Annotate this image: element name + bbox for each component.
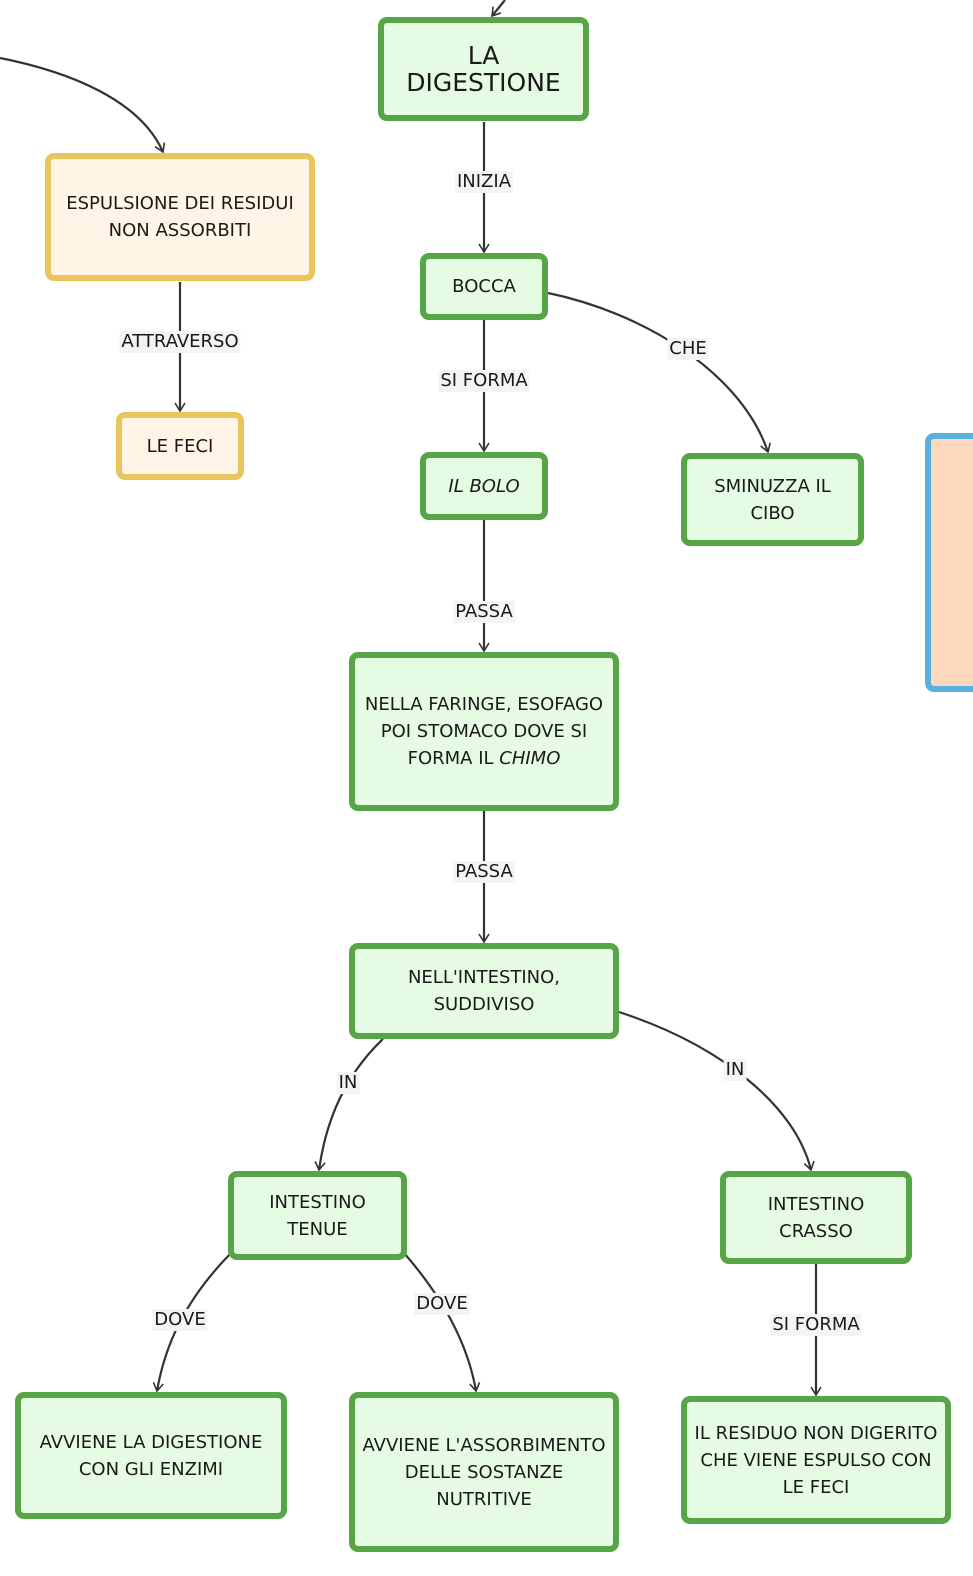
- node-faringe-label-chimo: CHIMO: [499, 748, 561, 769]
- edge-label-in-2: IN: [723, 1059, 747, 1081]
- edge-incoming-left: [0, 56, 166, 154]
- node-intestino-label: NELL'INTESTINO, SUDDIVISO: [407, 967, 561, 1015]
- edge-label-passa-1: PASSA: [453, 601, 515, 623]
- edge-label-in-1: IN: [336, 1072, 360, 1094]
- node-la-digestione-label: LA DIGESTIONE: [406, 41, 561, 97]
- node-la-digestione[interactable]: LA DIGESTIONE: [378, 17, 589, 121]
- edge-che: [547, 291, 771, 454]
- node-digestione-enzimi[interactable]: AVVIENE LA DIGESTIONE CON GLI ENZIMI: [15, 1392, 287, 1519]
- edge-label-inizia: INIZIA: [454, 171, 514, 193]
- edge-label-attraverso: ATTRAVERSO: [119, 331, 241, 353]
- edge-label-si-forma-2: SI FORMA: [770, 1314, 862, 1336]
- edge-label-passa-2: PASSA: [453, 861, 515, 883]
- node-il-bolo-label: IL BOLO: [448, 475, 520, 497]
- node-residuo-non-digerito[interactable]: IL RESIDUO NON DIGERITO CHE VIENE ESPULS…: [681, 1396, 951, 1524]
- edge-dove-2: [403, 1252, 481, 1393]
- node-assorbimento[interactable]: AVVIENE L'ASSORBIMENTO DELLE SOSTANZE NU…: [349, 1392, 619, 1552]
- edge-incoming-top: [491, 0, 506, 18]
- node-espulsione-residui[interactable]: ESPULSIONE DEI RESIDUI NON ASSORBITI: [45, 153, 315, 281]
- node-assorbimento-label: AVVIENE L'ASSORBIMENTO DELLE SOSTANZE NU…: [362, 1434, 606, 1510]
- node-faringe-label-text: NELLA FARINGE, ESOFAGO POI STOMACO DOVE …: [364, 694, 604, 769]
- edge-label-dove-2: DOVE: [414, 1293, 470, 1315]
- edge-label-dove-1: DOVE: [152, 1309, 208, 1331]
- node-faringe-esofago-stomaco[interactable]: NELLA FARINGE, ESOFAGO POI STOMACO DOVE …: [349, 652, 619, 811]
- node-le-feci-label: LE FECI: [146, 435, 214, 457]
- edge-label-si-forma-1: SI FORMA: [438, 370, 530, 392]
- node-intestino[interactable]: NELL'INTESTINO, SUDDIVISO: [349, 943, 619, 1039]
- node-residuo-label: IL RESIDUO NON DIGERITO CHE VIENE ESPULS…: [694, 1422, 938, 1498]
- node-intestino-crasso[interactable]: INTESTINO CRASSO: [720, 1171, 912, 1264]
- node-intestino-tenue[interactable]: INTESTINO TENUE: [228, 1171, 407, 1260]
- node-espulsione-residui-label: ESPULSIONE DEI RESIDUI NON ASSORBITI: [66, 193, 294, 241]
- node-il-bolo[interactable]: IL BOLO: [420, 452, 548, 520]
- node-le-feci[interactable]: LE FECI: [116, 412, 244, 480]
- node-bocca[interactable]: BOCCA: [420, 253, 548, 320]
- node-bocca-label: BOCCA: [452, 276, 516, 297]
- node-faringe-label: NELLA FARINGE, ESOFAGO POI STOMACO DOVE …: [365, 691, 603, 772]
- edge-label-che: CHE: [667, 338, 709, 360]
- node-digestione-enzimi-label: AVVIENE LA DIGESTIONE CON GLI ENZIMI: [39, 1431, 263, 1480]
- edge-in-1: [314, 1038, 384, 1172]
- node-partial-right[interactable]: [925, 433, 973, 692]
- node-intestino-tenue-label: INTESTINO TENUE: [269, 1191, 366, 1240]
- edge-in-2: [618, 1010, 815, 1172]
- node-intestino-crasso-label: INTESTINO CRASSO: [767, 1193, 865, 1242]
- node-sminuzza-cibo[interactable]: SMINUZZA IL CIBO: [681, 453, 864, 546]
- node-sminuzza-cibo-label: SMINUZZA IL CIBO: [714, 475, 831, 524]
